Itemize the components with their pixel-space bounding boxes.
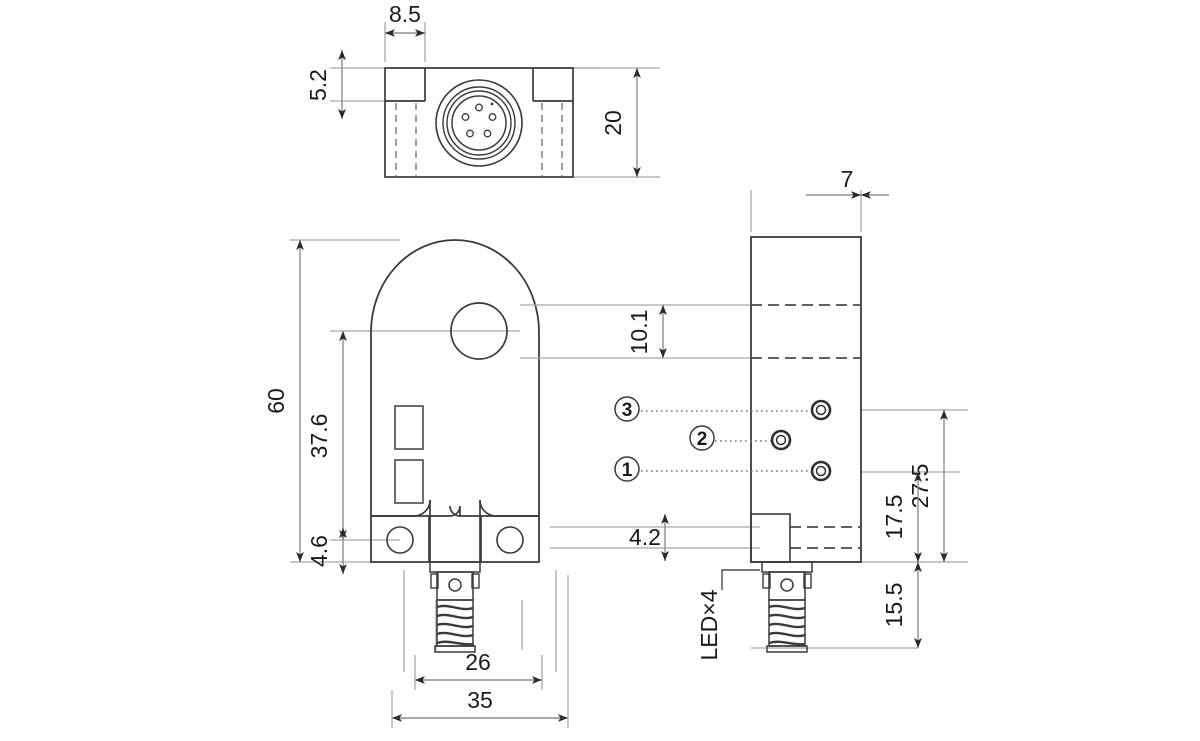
- top-view-body-outline: [384, 67, 574, 178]
- bore-2: [770, 429, 792, 451]
- dimension-5-2-label: 5.2: [305, 69, 331, 101]
- front-view-mount-hole-right: [496, 526, 524, 554]
- front-view-body-outline: [370, 239, 540, 563]
- front-view-led-window-upper: [394, 405, 424, 450]
- dimension-7: 7: [806, 166, 889, 199]
- side-view-bores: [770, 399, 832, 482]
- side-view-step-block: [750, 513, 791, 563]
- bore-1: [810, 460, 832, 482]
- front-view-connector-plug: [429, 561, 481, 653]
- dimension-5-2: 5.2: [305, 50, 346, 119]
- top-view-connector: [435, 79, 523, 167]
- front-view-foot-fillets: [371, 499, 539, 562]
- dimension-35-extension: [391, 575, 569, 728]
- balloon-1: 1: [614, 456, 640, 482]
- dimension-15-5-label: 15.5: [881, 583, 907, 628]
- dimension-27-5-label: 27.5: [907, 464, 933, 509]
- side-view-hidden-lines: [751, 304, 861, 549]
- dimension-35: 35: [392, 687, 568, 722]
- top-view: 8.5 5.2 20: [305, 1, 660, 178]
- dimension-4-6-label: 4.6: [306, 535, 332, 567]
- balloon-2-label: 2: [697, 429, 708, 450]
- dimension-4-2: 4.2: [629, 514, 669, 561]
- front-view: 60 37.6 4.6: [263, 239, 569, 728]
- dimension-8-5: 8.5: [385, 1, 425, 37]
- connector-keyway-dot: [490, 102, 494, 106]
- front-view-foot-outline: [371, 505, 539, 562]
- dimension-20-label: 20: [600, 110, 626, 136]
- side-view-extension-lines: [520, 190, 968, 649]
- front-view-lens-bore: [450, 302, 508, 360]
- dimension-35-label: 35: [467, 687, 493, 713]
- dimension-4-2-label: 4.2: [629, 524, 661, 550]
- front-view-thread-lines: [436, 604, 474, 646]
- dimension-27-5: 27.5: [907, 410, 948, 562]
- balloon-1-label: 1: [622, 460, 633, 481]
- dimension-8-5-label: 8.5: [389, 1, 421, 27]
- balloon-3-label: 3: [622, 400, 633, 421]
- dimension-60-label: 60: [263, 388, 289, 414]
- top-view-shoulder-steps: [385, 68, 573, 102]
- connector-pins: [461, 103, 497, 138]
- led-note-label: LED×4: [696, 589, 722, 660]
- side-view: 7 10.1 4.2 27.5 17.5 15.5: [520, 166, 968, 660]
- front-view-mount-hole-left: [386, 526, 414, 554]
- dimension-37-6-label: 37.6: [306, 414, 332, 459]
- dimension-17-5-label: 17.5: [881, 495, 907, 540]
- dimension-10-1: 10.1: [626, 305, 667, 358]
- dimension-26: 26: [415, 649, 542, 684]
- dimension-10-1-label: 10.1: [626, 310, 652, 355]
- dimension-60: 60: [263, 240, 304, 562]
- balloon-3: 3: [614, 396, 640, 422]
- side-view-thread-lines: [768, 604, 806, 646]
- led-note: LED×4: [696, 569, 760, 660]
- balloon-2: 2: [689, 425, 715, 451]
- dimension-15-5: 15.5: [881, 562, 922, 648]
- dimension-26-label: 26: [465, 649, 491, 675]
- dimension-17-5: 17.5: [881, 472, 922, 562]
- dimension-20: 20: [600, 68, 641, 177]
- dimension-37-6: 37.6: [306, 331, 347, 540]
- side-view-connector-plug: [761, 561, 813, 653]
- dimension-4-6: 4.6: [306, 528, 347, 574]
- top-view-extension-lines: [330, 22, 660, 178]
- balloon-leaders: [641, 410, 811, 472]
- top-view-hidden-lines: [395, 103, 563, 177]
- front-view-led-window-lower: [394, 459, 424, 504]
- dimension-7-label: 7: [841, 166, 854, 192]
- bore-3: [810, 399, 832, 421]
